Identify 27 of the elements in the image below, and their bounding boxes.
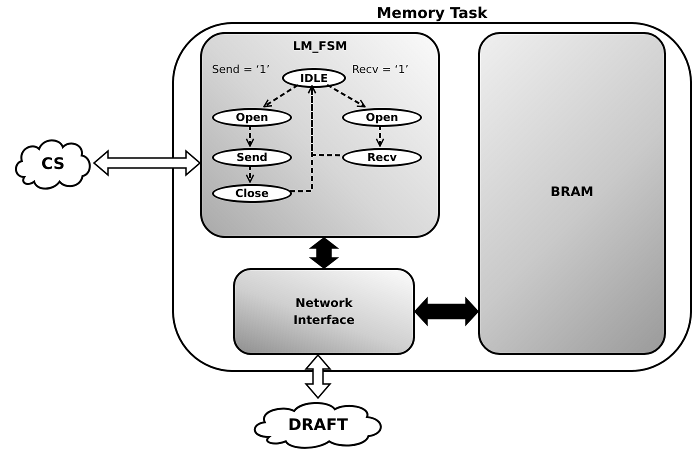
dashed-arrow bbox=[308, 85, 340, 156]
state-label: Close bbox=[235, 187, 269, 200]
dashed-arrow bbox=[326, 84, 366, 108]
double-block-arrow bbox=[308, 237, 340, 269]
state-label: Recv bbox=[367, 151, 397, 164]
hollow-double-arrow bbox=[92, 149, 202, 177]
state-label: IDLE bbox=[300, 72, 328, 84]
state-label: Open bbox=[236, 111, 268, 124]
frame-title: Memory Task bbox=[376, 4, 488, 22]
double-block-arrow bbox=[414, 296, 480, 326]
dashed-arrow bbox=[246, 165, 254, 183]
module-box bbox=[233, 268, 415, 355]
module-label: BRAM bbox=[550, 184, 594, 202]
edge-label: Recv = ‘1’ bbox=[352, 63, 409, 76]
module-label: LM_FSM bbox=[292, 38, 348, 55]
dashed-arrow bbox=[263, 84, 298, 108]
cloud-label: CS bbox=[41, 154, 65, 172]
dashed-arrow bbox=[246, 125, 254, 147]
edge-label: Send = ‘1’ bbox=[212, 63, 270, 76]
module-label: Network Interface bbox=[292, 294, 356, 328]
module-box bbox=[478, 32, 666, 355]
hollow-double-arrow bbox=[304, 354, 332, 400]
module-box bbox=[200, 32, 440, 238]
dashed-arrow bbox=[376, 125, 384, 147]
cloud-label: DRAFT bbox=[288, 414, 348, 434]
state-label: Open bbox=[366, 111, 398, 124]
state-label: Send bbox=[236, 151, 268, 164]
